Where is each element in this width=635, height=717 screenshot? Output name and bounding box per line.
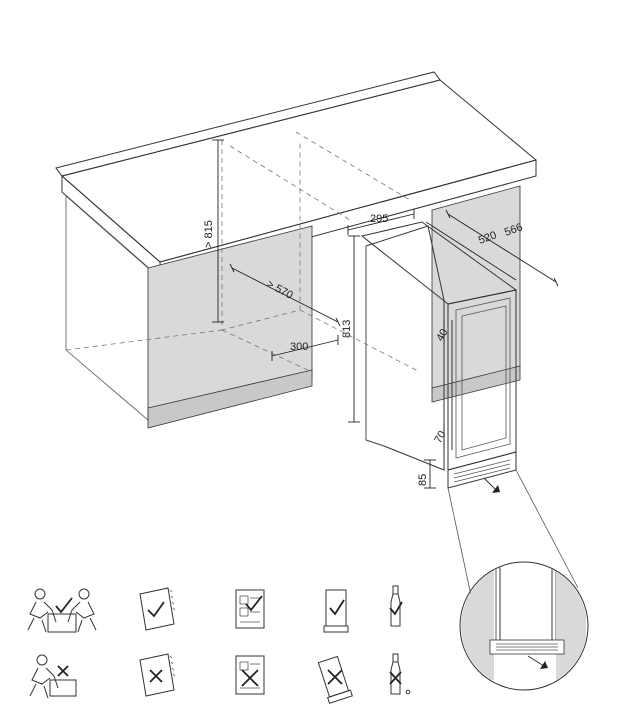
upright-transport-ok-icon xyxy=(323,589,349,633)
detail-callout xyxy=(447,469,589,691)
tilted-transport-not-ok-icon xyxy=(317,655,353,704)
single-person-lift-not-ok-icon xyxy=(29,654,77,699)
dim-door-gap: 40 xyxy=(434,327,451,344)
kitchen-counter xyxy=(55,71,538,429)
dim-depth-total: 566 xyxy=(503,221,524,239)
instructions-ignore-not-ok-icon xyxy=(235,655,265,695)
dim-base-height: 85 xyxy=(417,474,429,486)
two-person-lift-ok-icon xyxy=(27,588,97,633)
bottle-not-ok-icon xyxy=(389,653,411,695)
dim-min-height: > 815 xyxy=(203,220,215,248)
bottle-upright-ok-icon xyxy=(389,585,403,627)
wine-cooler xyxy=(360,221,518,493)
instructions-ok-icon xyxy=(235,589,265,629)
manual-ignore-not-ok-icon xyxy=(139,653,176,697)
dim-appliance-width: 295 xyxy=(370,213,388,225)
dimension-lines xyxy=(212,139,559,489)
manual-ok-icon xyxy=(139,587,176,631)
dim-depth-body: 520 xyxy=(477,229,498,247)
dim-door-offset: 70 xyxy=(432,429,449,446)
dim-niche-width: 300 xyxy=(290,341,308,353)
dim-height: 813 xyxy=(341,320,353,338)
